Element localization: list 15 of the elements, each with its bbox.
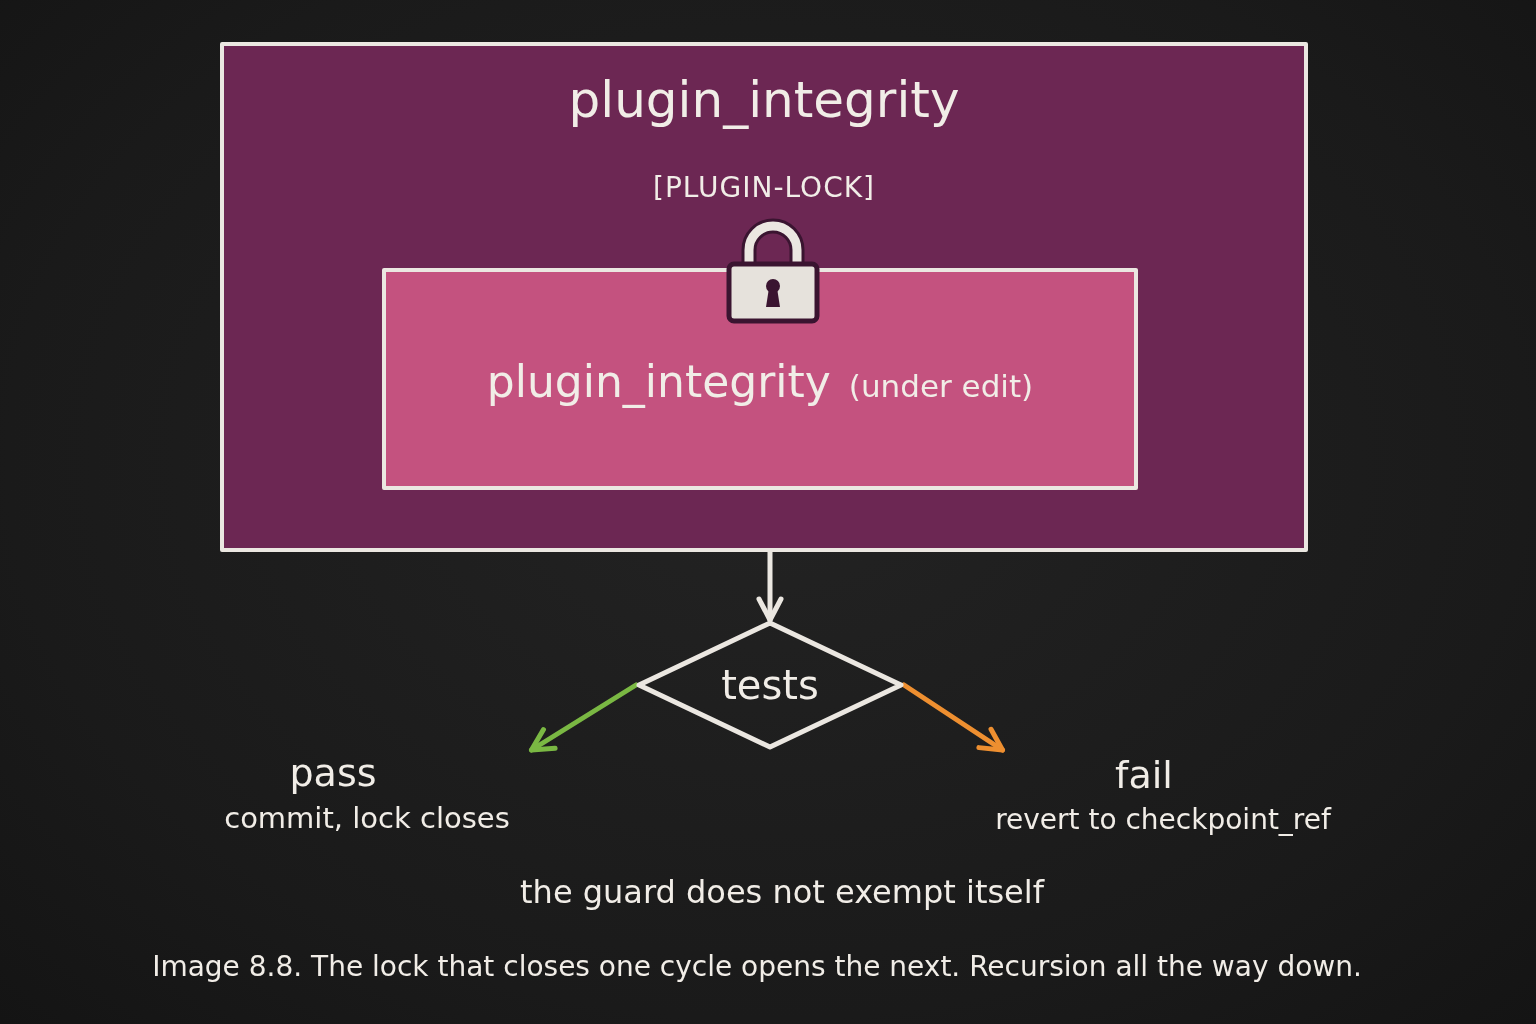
box-title: plugin_integrity bbox=[486, 356, 831, 408]
container-box bbox=[220, 42, 1308, 552]
lock-tag: [PLUGIN-LOCK] bbox=[653, 172, 875, 205]
outcome-note: commit, lock closes bbox=[224, 802, 510, 836]
process-box bbox=[382, 268, 1138, 490]
decision-label: tests bbox=[721, 662, 819, 708]
box-title: plugin_integrity bbox=[568, 72, 960, 130]
outcome-title: fail bbox=[1115, 754, 1173, 798]
arrow bbox=[901, 682, 1005, 753]
status-note: (under edit) bbox=[848, 368, 1034, 405]
note-text: the guard does not exempt itself bbox=[520, 874, 1044, 911]
outcome-note: revert to checkpoint_ref bbox=[995, 804, 1331, 837]
arrow bbox=[528, 682, 639, 753]
caption: Image 8.8. The lock that closes one cycle opens the next. Recursion all the way down. bbox=[152, 951, 1362, 984]
outcome-title: pass bbox=[289, 752, 377, 796]
